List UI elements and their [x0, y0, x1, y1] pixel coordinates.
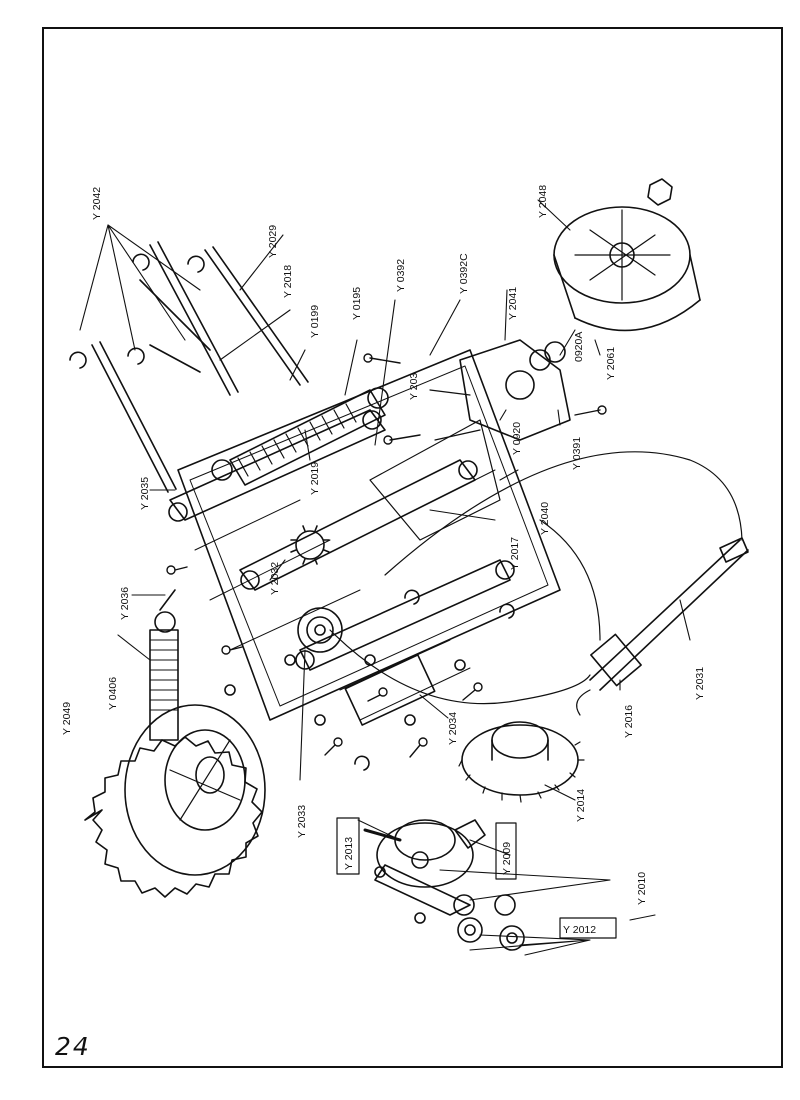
label-y0920: Y 0920	[511, 422, 523, 455]
chassis-plate	[177, 349, 561, 726]
bevel-gear-y2014	[458, 721, 585, 803]
label-y2017: Y 2017	[509, 537, 521, 570]
label-y2019: Y 2019	[309, 462, 321, 495]
label-y2029: Y 2029	[267, 225, 279, 258]
e-clips	[69, 253, 515, 771]
label-y0406: Y 0406	[107, 677, 119, 710]
drive-shaft	[576, 537, 749, 716]
label-y0392: Y 0392	[395, 259, 407, 292]
label-0920a: 0920A	[573, 332, 585, 362]
upper-shock-absorber	[211, 387, 389, 486]
label-y2032: Y 2032	[269, 562, 281, 595]
cable	[329, 451, 743, 705]
label-y0392c: Y 0392C	[458, 253, 470, 294]
label-y2061: Y 2061	[605, 347, 617, 380]
screws	[166, 353, 607, 758]
label-y2009: Y 2009	[501, 842, 513, 875]
label-y2016: Y 2016	[623, 705, 635, 738]
label-y2041: Y 2041	[507, 287, 519, 320]
label-y2033: Y 2033	[296, 805, 308, 838]
page-frame	[42, 27, 783, 1068]
label-y2049: Y 2049	[61, 702, 73, 735]
label-y0391: Y 0391	[571, 437, 583, 470]
label-y0199: Y 0199	[309, 305, 321, 338]
label-y2035: Y 2035	[139, 477, 151, 510]
spur-gear-small	[290, 525, 330, 565]
differential-housing	[363, 819, 486, 916]
rods	[91, 241, 309, 493]
label-y0195: Y 0195	[351, 287, 363, 320]
label-y2031: Y 2031	[694, 667, 706, 700]
lower-shock-absorber	[149, 589, 179, 741]
label-boxes	[336, 817, 617, 939]
label-y2048: Y 2048	[537, 185, 549, 218]
label-y2036: Y 2036	[119, 587, 131, 620]
callout-labels: Y 2042 Y 2029 Y 2018 Y 0199 Y 0195 Y 039…	[61, 185, 706, 936]
suspension-arms	[168, 409, 515, 671]
label-y203: Y 203	[408, 373, 420, 400]
label-y2040: Y 2040	[539, 502, 551, 535]
rear-wheel-y2049	[84, 704, 266, 898]
label-y2012: Y 2012	[563, 924, 596, 936]
page-number: 24	[55, 1032, 91, 1061]
label-y2018: Y 2018	[282, 265, 294, 298]
label-y2013: Y 2013	[343, 837, 355, 870]
label-y2014: Y 2014	[575, 789, 587, 822]
front-wheel-y2048	[553, 178, 701, 332]
label-y2010: Y 2010	[636, 872, 648, 905]
label-y2034: Y 2034	[447, 712, 459, 745]
leader-lines	[79, 199, 691, 956]
hub-carrier	[429, 339, 571, 441]
bearing-y2033	[297, 607, 343, 653]
label-y2042: Y 2042	[91, 187, 103, 220]
